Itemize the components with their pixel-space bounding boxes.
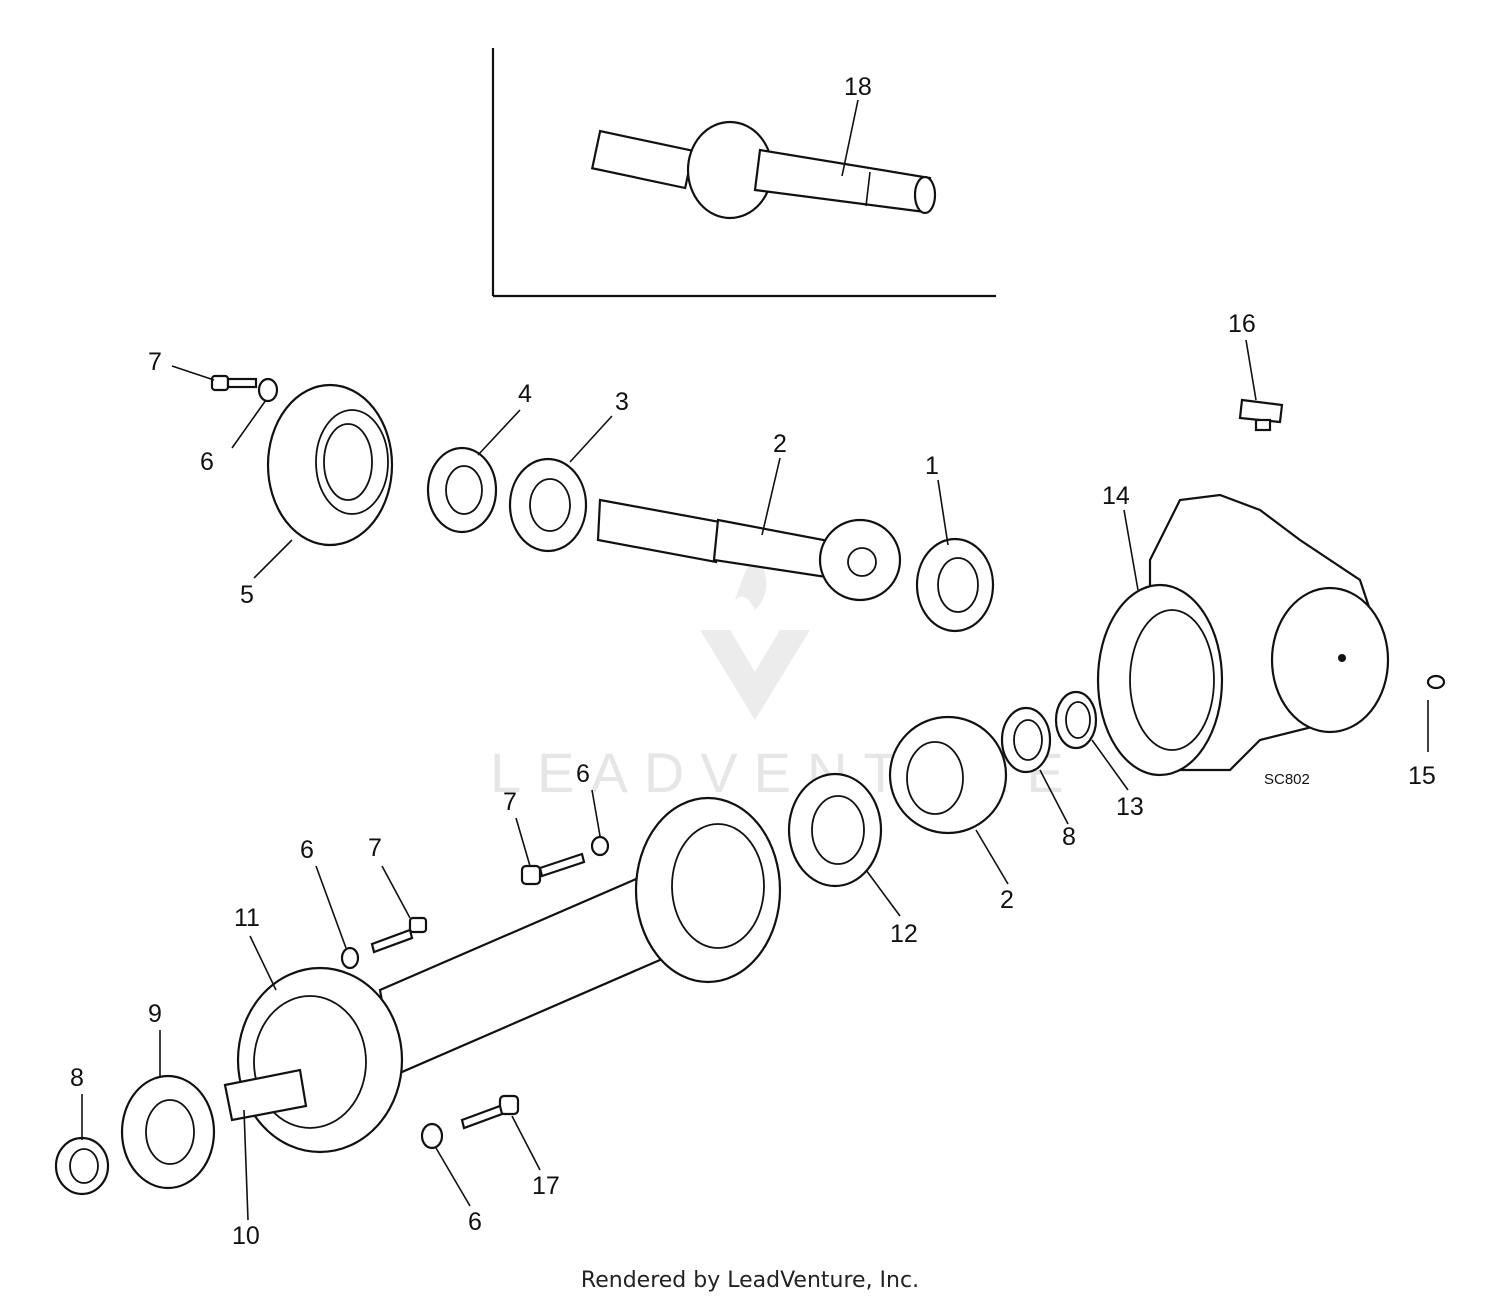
- gear-shaft-part-2-upper: [596, 498, 902, 602]
- callout-7-upper: 7: [148, 348, 162, 376]
- callout-16: 16: [1228, 310, 1256, 338]
- callout-18: 18: [844, 73, 872, 101]
- shaft-part-10: [223, 1068, 308, 1122]
- washer-part-6-middle: [590, 835, 610, 857]
- callout-2-lower: 2: [1000, 886, 1014, 914]
- bearing-part-9: [120, 1074, 216, 1190]
- callout-6-left: 6: [300, 836, 314, 864]
- callout-4: 4: [518, 380, 532, 408]
- callout-14: 14: [1102, 482, 1130, 510]
- washer-part-6-upper: [257, 377, 279, 403]
- bolt-part-17: [460, 1094, 520, 1130]
- leader-lines: [81, 99, 1429, 1221]
- axle-tube-assembly: [236, 796, 782, 1154]
- callout-6-upper: 6: [200, 448, 214, 476]
- flange-part-5: [266, 383, 394, 547]
- callout-12: 12: [890, 920, 918, 948]
- snap-ring-part-13: [1054, 690, 1098, 750]
- gear-housing-part-14: [1096, 493, 1390, 777]
- callout-7-middle: 7: [503, 788, 517, 816]
- bearing-part-12: [787, 772, 883, 888]
- callout-6-middle: 6: [576, 760, 590, 788]
- seal-part-8-upper: [1000, 706, 1052, 774]
- bearing-part-4: [426, 446, 498, 534]
- callout-9: 9: [148, 1000, 162, 1028]
- bearing-part-1: [915, 537, 995, 633]
- pin-part-15: [1426, 674, 1446, 690]
- figure-code: SC802: [1264, 771, 1310, 788]
- callout-15: 15: [1408, 762, 1436, 790]
- footer-credit: Rendered by LeadVenture, Inc.: [580, 1268, 920, 1293]
- callout-1: 1: [925, 452, 939, 480]
- washer-part-6-left: [340, 946, 360, 970]
- bolt-part-7-left: [370, 916, 428, 954]
- callout-labels: 18 16 14 15 1 2 3 4 5 6 7 2 8 13 12 6 7 …: [70, 73, 1436, 1250]
- callout-6-lower: 6: [468, 1208, 482, 1236]
- inset-frame: [491, 48, 996, 298]
- plug-part-16: [1238, 398, 1284, 432]
- callout-2-upper: 2: [773, 430, 787, 458]
- callout-8-lower: 8: [70, 1064, 84, 1092]
- pinion-shaft-part-18: [590, 120, 937, 220]
- bolt-part-7-middle: [520, 852, 586, 886]
- washer-part-6-lower: [420, 1122, 444, 1150]
- callout-7-left: 7: [368, 834, 382, 862]
- bearing-part-3: [508, 457, 588, 553]
- callout-8-upper: 8: [1062, 823, 1076, 851]
- gear-part-2-lower: [888, 715, 1008, 835]
- callout-10: 10: [232, 1222, 260, 1250]
- callout-5: 5: [240, 581, 254, 609]
- callout-11: 11: [234, 904, 260, 932]
- seal-part-8-lower: [54, 1136, 110, 1196]
- callout-13: 13: [1116, 793, 1144, 821]
- callout-3: 3: [615, 388, 629, 416]
- bolt-part-7-upper: [210, 374, 258, 392]
- callout-17: 17: [532, 1172, 560, 1200]
